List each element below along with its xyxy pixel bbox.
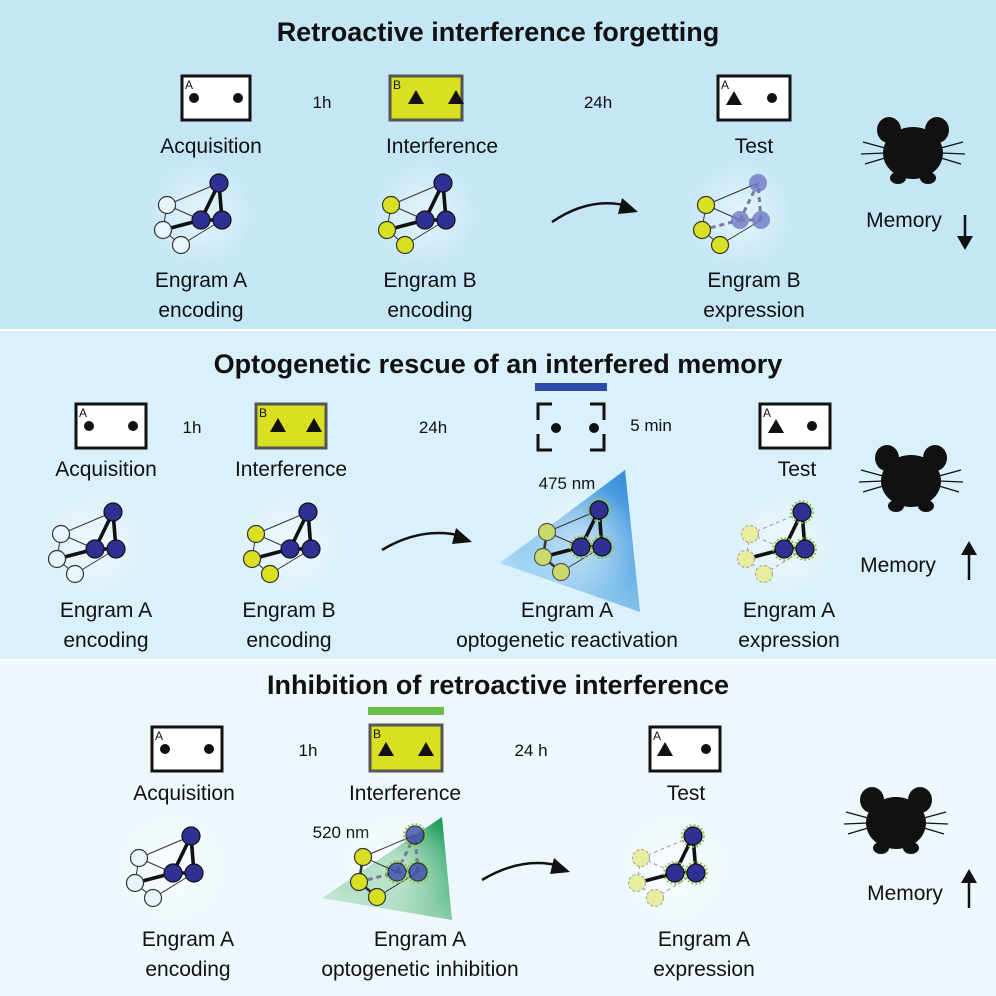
context-box-acquisition: A [180,74,252,122]
context-letter: A [185,78,193,92]
panel-2-background [0,330,996,660]
step-label-interference: Interference [349,782,461,805]
panel-1-background [0,0,996,330]
context-letter: B [373,727,381,741]
engram-caption-line: expression [653,958,755,981]
light-stimulation-bar-green [368,707,444,715]
interval-label: 24h [584,93,612,112]
interval-label: 24 h [514,741,547,760]
engram-network-b-encoding [367,157,483,273]
engram-network-b-expression [682,157,798,273]
context-box-test: A [758,402,832,450]
step-label-interference: Interference [235,458,347,481]
step-label-acquisition: Acquisition [55,458,157,481]
engram-caption-line: optogenetic inhibition [321,958,518,981]
arrow-head [550,858,570,874]
memory-arrow-up-icon [961,869,977,908]
context-box-interference: B [368,723,444,773]
context-box-test: A [648,725,722,773]
engram-caption-line: expression [703,299,805,322]
engram-caption-line: Engram A [60,599,152,622]
memory-label: Memory [867,882,943,905]
panel-3-title: Inhibition of retroactive interference [267,670,729,700]
context-box-acquisition: A [150,725,224,773]
engram-network-a-expression [726,486,842,602]
context-box-acquisition: A [74,402,148,450]
context-letter: B [259,406,267,420]
step-label-test: Test [667,782,706,805]
engram-caption-line: expression [738,629,840,652]
context-box-test: A [716,74,792,122]
context-object [551,423,561,433]
engram-caption-line: Engram B [383,269,476,292]
interval-label: 1h [299,741,318,760]
mouse-silhouette [843,787,949,854]
memory-arrow-up-icon [961,541,977,580]
engram-caption-line: Engram A [155,269,247,292]
arrow-head [618,198,638,214]
context-letter: A [155,729,163,743]
engram-network-b-encoding [232,486,348,602]
engram-caption-line: encoding [145,958,230,981]
engram-caption-line: encoding [63,629,148,652]
engram-caption-line: Engram B [707,269,800,292]
context-box-neutral [536,402,606,452]
context-letter: A [79,406,87,420]
memory-label: Memory [860,554,936,577]
engram-network-a-encoding [37,486,153,602]
engram-network-a-expression [617,810,733,926]
interval-label: 24h [419,418,447,437]
engram-network-b-inhibited [339,809,455,925]
context-box-interference: B [388,74,464,122]
engram-caption-line: encoding [246,629,331,652]
arrow-head [452,528,472,544]
engram-caption-line: Engram A [658,928,750,951]
memory-arrow-down-icon [957,215,973,250]
light-stimulation-bar-blue [535,383,607,391]
arrow-curved [381,531,463,552]
engram-caption-line: encoding [158,299,243,322]
engram-caption-line: Engram A [521,599,613,622]
interval-label: 1h [313,93,332,112]
engram-network-a-encoding [115,810,231,926]
step-label-acquisition: Acquisition [133,782,235,805]
context-letter: B [393,78,401,92]
context-letter: A [653,729,661,743]
arrow-curved [481,861,561,882]
stimulation-duration: 5 min [630,416,672,435]
engram-caption-line: encoding [387,299,472,322]
step-label-test: Test [735,135,774,158]
interval-label: 1h [183,418,202,437]
memory-label: Memory [866,209,942,232]
step-label-acquisition: Acquisition [160,135,262,158]
engram-caption-line: Engram A [374,928,466,951]
engram-network-a-reactivated [523,484,639,600]
step-label-test: Test [778,458,817,481]
context-box-interference: B [254,402,328,450]
context-letter: A [763,406,771,420]
context-letter: A [721,78,729,92]
panel-1-title: Retroactive interference forgetting [277,17,720,47]
engram-caption-line: Engram B [242,599,335,622]
context-object [589,423,599,433]
arrow-curved [551,201,629,224]
mouse-silhouette [858,445,964,512]
engram-network-a-encoding [143,157,259,273]
mouse-silhouette [860,117,966,184]
engram-caption-line: Engram A [743,599,835,622]
engram-caption-line: Engram A [142,928,234,951]
engram-caption-line: optogenetic reactivation [456,629,678,652]
step-label-interference: Interference [386,135,498,158]
panel-2-title: Optogenetic rescue of an interfered memo… [214,349,783,379]
